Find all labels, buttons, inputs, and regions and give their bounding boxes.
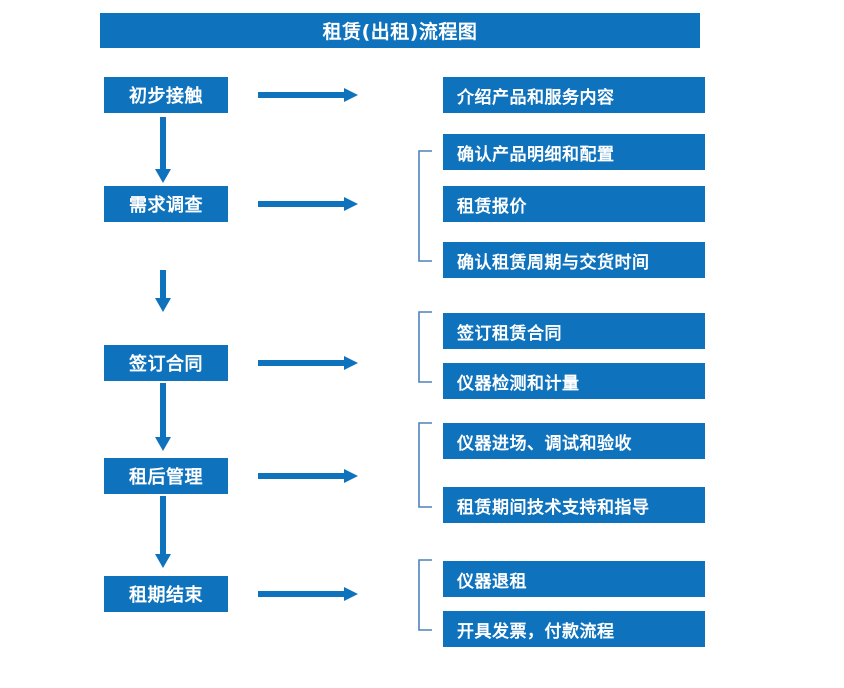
- group-bracket-3: [418, 311, 432, 383]
- detail-box-4-2[interactable]: 租赁期间技术支持和指导: [443, 487, 705, 523]
- right-arrow-icon-3: [258, 354, 358, 372]
- detail-box-1-1[interactable]: 介绍产品和服务内容: [443, 77, 705, 113]
- right-arrow-icon-5: [258, 585, 358, 603]
- group-bracket-5: [418, 559, 432, 631]
- stage-box-4[interactable]: 租后管理: [104, 458, 228, 494]
- detail-box-4-1[interactable]: 仪器进场、调试和验收: [443, 423, 705, 459]
- detail-box-5-1[interactable]: 仪器退租: [443, 561, 705, 597]
- stage-box-2[interactable]: 需求调查: [104, 186, 228, 222]
- group-bracket-4: [418, 422, 432, 508]
- right-arrow-icon-4: [258, 467, 358, 485]
- detail-box-3-2[interactable]: 仪器检测和计量: [443, 363, 705, 399]
- right-arrow-icon-1: [258, 86, 358, 104]
- detail-box-2-2[interactable]: 租赁报价: [443, 186, 705, 222]
- stage-box-3[interactable]: 签订合同: [104, 345, 228, 381]
- right-arrow-icon-2: [258, 195, 358, 213]
- stage-box-5[interactable]: 租期结束: [104, 576, 228, 612]
- detail-box-5-2[interactable]: 开具发票，付款流程: [443, 611, 705, 647]
- down-arrow-icon-4: [152, 496, 174, 568]
- group-bracket-2: [418, 150, 432, 262]
- detail-box-3-1[interactable]: 签订租赁合同: [443, 313, 705, 349]
- detail-box-2-3[interactable]: 确认租赁周期与交货时间: [443, 242, 705, 278]
- down-arrow-icon-3: [152, 383, 174, 451]
- stage-box-1[interactable]: 初步接触: [104, 77, 228, 113]
- flowchart-title-bar: 租赁(出租)流程图: [100, 13, 700, 48]
- down-arrow-icon-1: [152, 117, 174, 183]
- down-arrow-icon-2: [152, 270, 174, 312]
- detail-box-2-1[interactable]: 确认产品明细和配置: [443, 134, 705, 170]
